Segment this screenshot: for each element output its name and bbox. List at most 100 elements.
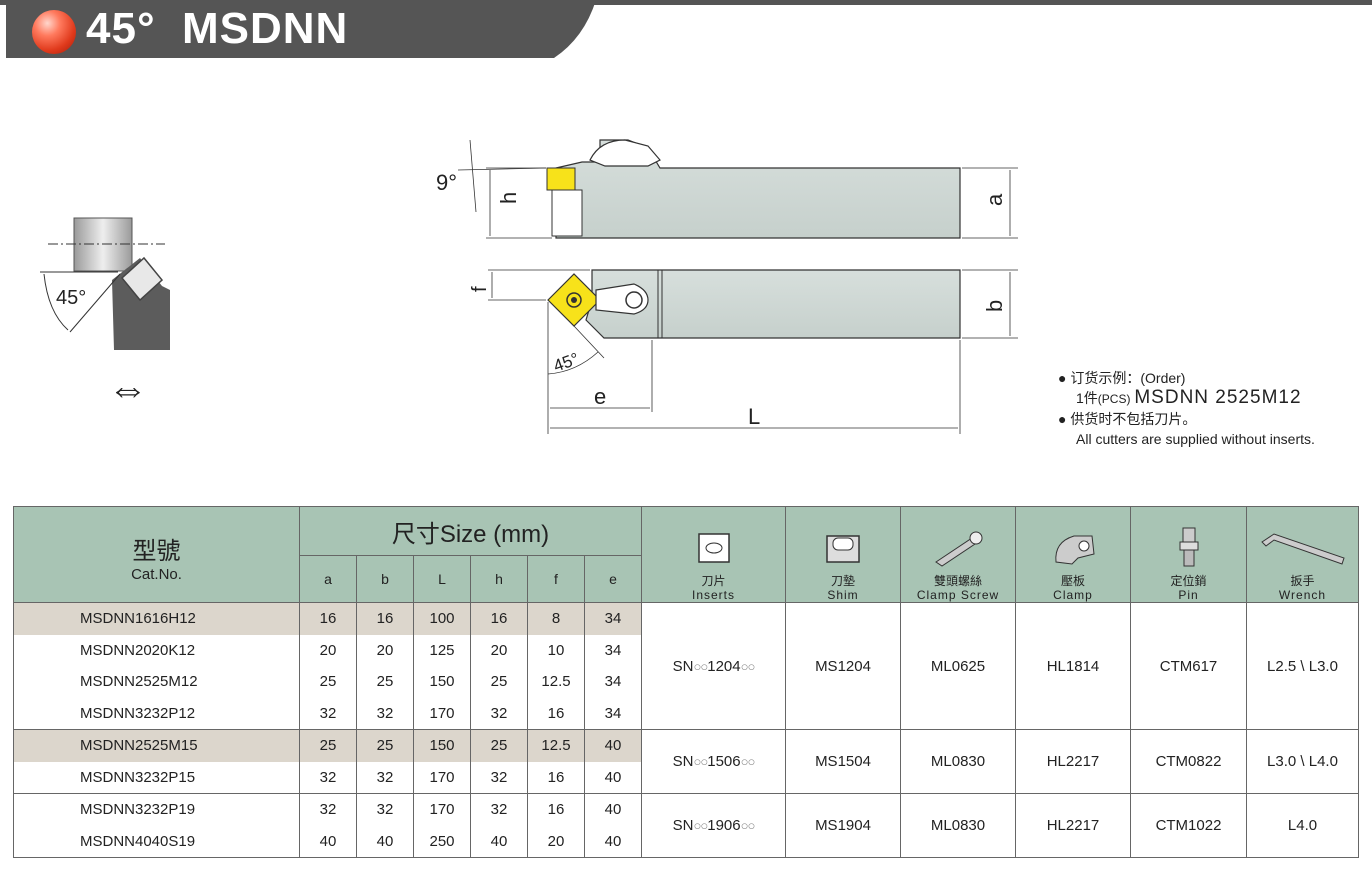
pin-icon	[1131, 522, 1246, 574]
dim-e-cell: 40	[584, 825, 642, 858]
dim-e-cell: 34	[584, 634, 642, 666]
dim-h-cell: 32	[470, 697, 528, 730]
wrench-header: 扳手 Wrench	[1246, 506, 1359, 603]
table-row: MSDNN2525M12 25 25 150 25 12.5 34	[13, 666, 1359, 698]
dim-b-cell: 32	[356, 793, 414, 826]
dim-h-label: h	[496, 192, 521, 204]
insert-header-en: Inserts	[691, 588, 735, 602]
pin-cell: CTM0822	[1130, 729, 1247, 794]
insert-icon	[642, 522, 785, 574]
insert-mark: ○○	[693, 658, 709, 674]
dim-a-cell: 32	[299, 697, 357, 730]
dim-L-cell: 250	[413, 825, 471, 858]
size-header-label: 尺寸Size (mm)	[391, 520, 550, 548]
clamp-header-cn: 壓板	[1060, 574, 1085, 588]
top-angle-label: 9°	[436, 170, 457, 195]
dim-b-cell: 16	[356, 602, 414, 635]
shim-header-cn: 刀墊	[830, 574, 855, 588]
dim-h-cell: 16	[470, 602, 528, 635]
table-row: MSDNN2525M15 25 25 150 25 12.5 40 SN○○15…	[13, 729, 1359, 794]
insert-size: 1204	[707, 657, 741, 675]
shim-icon	[786, 522, 900, 574]
insert-cell: SN○○1906○○	[641, 793, 786, 858]
dim-L-label: L	[748, 404, 760, 429]
insert-prefix: SN	[672, 817, 694, 834]
top-view: b f 45° e L	[469, 269, 1018, 434]
dim-header-h: h	[470, 555, 528, 603]
spec-table: 型號 Cat.No. 尺寸Size (mm) 刀片 Inserts 刀墊 Shi…	[13, 506, 1359, 858]
page-title: 45° MSDNN	[86, 4, 349, 53]
insert-mark: ○○	[740, 754, 756, 769]
cat-header-en: Cat.No.	[131, 565, 182, 583]
dim-h-cell: 40	[470, 825, 528, 858]
cat-no-cell: MSDNN4040S19	[13, 825, 300, 858]
cat-no-cell: MSDNN1616H12	[13, 602, 300, 635]
screw-cell: ML0830	[900, 729, 1016, 794]
shim-header-en: Shim	[827, 588, 859, 602]
side-angle-label: 45°	[56, 287, 86, 309]
cat-header-cn: 型號	[132, 537, 181, 565]
clamp-header: 壓板 Clamp	[1015, 506, 1131, 603]
dim-b-cell: 32	[356, 697, 414, 730]
dim-h-cell: 25	[470, 729, 528, 762]
dim-e-cell: 40	[584, 761, 642, 794]
dim-e-cell: 34	[584, 666, 642, 698]
dim-h-cell: 20	[470, 634, 528, 666]
shim-header: 刀墊 Shim	[785, 506, 901, 603]
dim-h-cell: 32	[470, 761, 528, 794]
insert-size: 1906	[707, 817, 741, 834]
dim-header-L: L	[413, 555, 471, 603]
order-qty: 1件	[1076, 390, 1098, 406]
dim-header-e: e	[584, 555, 642, 603]
size-header: 尺寸Size (mm)	[299, 506, 642, 556]
dim-f-cell: 12.5	[527, 729, 585, 762]
dim-header-a: a	[299, 555, 357, 603]
wrench-cell: L4.0	[1246, 793, 1359, 858]
clamp-screw-header: 雙頭螺絲 Clamp Screw	[900, 506, 1016, 603]
dim-f-cell: 8	[527, 602, 585, 635]
clamp-screw-header-cn: 雙頭螺絲	[933, 574, 982, 588]
cat-no-cell: MSDNN3232P15	[13, 761, 300, 794]
table-row: MSDNN4040S19 40 40 250 40 20 40	[13, 825, 1359, 858]
dim-L-cell: 170	[413, 697, 471, 730]
dim-header-b: b	[356, 555, 414, 603]
cat-header: 型號 Cat.No.	[13, 506, 300, 603]
dim-L-cell: 150	[413, 666, 471, 698]
order-pcs: (PCS)	[1097, 392, 1131, 406]
no-insert-row: ● 供货时不包括刀片。	[1058, 409, 1315, 429]
order-code-row: 1件(PCS) MSDNN 2525M12	[1058, 388, 1315, 409]
pin-cell: CTM1022	[1130, 793, 1247, 858]
table-row: MSDNN3232P12 32 32 170 32 16 34	[13, 697, 1359, 730]
dim-b-cell: 25	[356, 666, 414, 698]
no-insert-cn: 供货时不包括刀片。	[1070, 411, 1197, 427]
insert-prefix: SN	[672, 657, 694, 675]
dim-f-cell: 16	[527, 793, 585, 826]
clamp-icon	[1016, 522, 1130, 574]
schematic-view: 45° ⇔	[40, 217, 170, 411]
wrench-header-cn: 扳手	[1290, 574, 1315, 588]
banner-shape	[6, 0, 596, 58]
dim-a-cell: 20	[299, 634, 357, 666]
dim-e-cell: 40	[584, 793, 642, 826]
dim-b-label: b	[982, 300, 1007, 312]
shim-cell: MS1204	[785, 602, 901, 730]
cat-no-cell: MSDNN3232P12	[13, 697, 300, 730]
dim-f-cell: 16	[527, 761, 585, 794]
dim-L-cell: 170	[413, 793, 471, 826]
table-row: MSDNN1616H12 16 16 100 16 8 34 SN○○1204○…	[13, 602, 1359, 730]
dim-e-label: e	[594, 384, 606, 409]
top-rule	[0, 0, 1372, 5]
insert-prefix: SN	[672, 753, 694, 770]
insert-mark: ○○	[693, 818, 709, 833]
clamp-cell: HL2217	[1015, 729, 1131, 794]
bullet-icon: ●	[1058, 370, 1067, 386]
clamp-cell: HL2217	[1015, 793, 1131, 858]
shim-cell: MS1504	[785, 729, 901, 794]
dim-h-cell: 25	[470, 666, 528, 698]
insert-cell: SN○○1506○○	[641, 729, 786, 794]
cat-no-cell: MSDNN3232P19	[13, 793, 300, 826]
red-ball-icon	[32, 10, 76, 54]
dim-f-cell: 16	[527, 697, 585, 730]
order-code: MSDNN 2525M12	[1134, 387, 1302, 408]
dim-e-cell: 34	[584, 697, 642, 730]
